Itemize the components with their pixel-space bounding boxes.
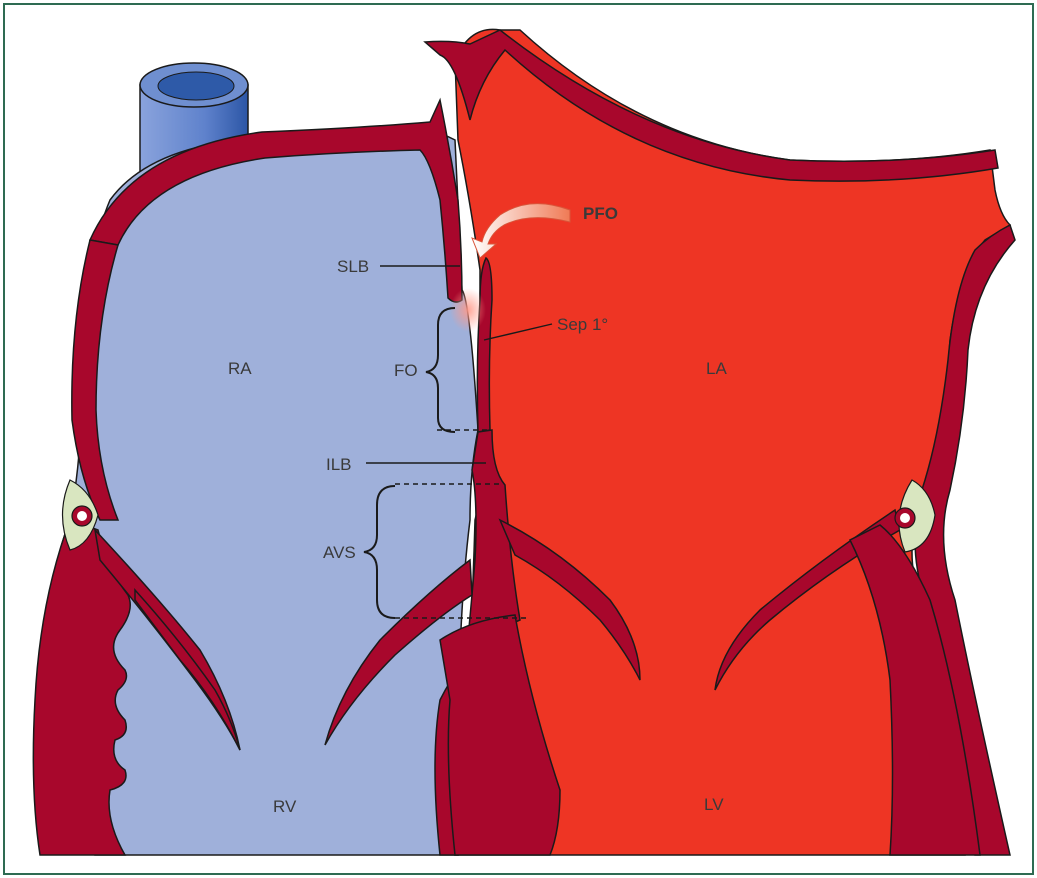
sep-label: Sep 1° bbox=[557, 315, 608, 334]
ilb-label: ILB bbox=[326, 455, 352, 474]
pfo-glow bbox=[450, 288, 486, 332]
ra-label: RA bbox=[228, 359, 252, 378]
la-label: LA bbox=[706, 359, 727, 378]
slb-label: SLB bbox=[337, 257, 369, 276]
lv-label: LV bbox=[704, 795, 724, 814]
avs-label: AVS bbox=[323, 543, 356, 562]
rv-label: RV bbox=[273, 797, 297, 816]
fo-label: FO bbox=[394, 361, 418, 380]
pfo-label: PFO bbox=[583, 204, 618, 223]
